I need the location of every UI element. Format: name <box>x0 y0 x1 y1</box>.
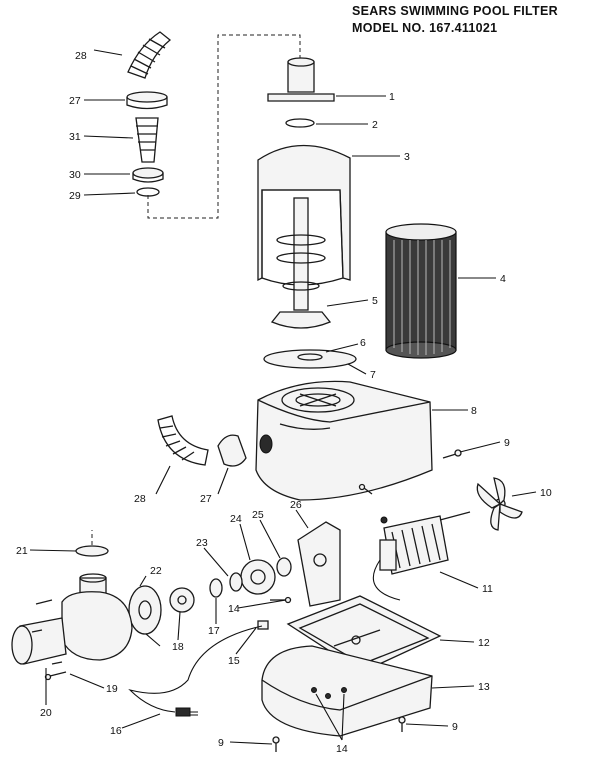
part-11-motor <box>372 511 471 601</box>
callout-16: 16 <box>110 725 122 737</box>
callout-5: 5 <box>372 295 378 307</box>
callout-21: 21 <box>16 545 28 557</box>
part-4-filter-cartridge <box>385 223 457 359</box>
model-number: MODEL NO. 167.411021 <box>352 21 498 35</box>
assembly-path <box>147 34 301 219</box>
callout-2: 2 <box>372 119 378 131</box>
part-29-washer <box>136 187 160 197</box>
part-26-bracket <box>297 521 341 607</box>
callout-25: 25 <box>252 509 264 521</box>
part-31-adapter <box>135 117 159 163</box>
part-19-screw <box>44 671 67 681</box>
callout-1: 1 <box>389 91 395 103</box>
callout-14: 14 <box>228 603 240 615</box>
part-27-fitting-lower <box>217 434 247 467</box>
callout-23: 23 <box>196 537 208 549</box>
callout-27: 27 <box>200 493 212 505</box>
part-9-screw-right <box>398 716 406 732</box>
callout-19: 19 <box>106 683 118 695</box>
part-13-base-pan <box>261 645 433 737</box>
callout-28: 28 <box>134 493 146 505</box>
part-5-standpipe <box>270 197 332 329</box>
callout-8: 8 <box>471 405 477 417</box>
part-22-volute-cover <box>128 585 162 635</box>
callout-14: 14 <box>336 743 348 755</box>
callout-26: 26 <box>290 499 302 511</box>
callout-30: 30 <box>69 169 81 181</box>
part-30-ring <box>132 167 164 183</box>
part-17-ring <box>209 578 223 598</box>
callout-3: 3 <box>404 151 410 163</box>
part-16-power-cord <box>128 625 263 717</box>
part-14-screw <box>284 596 292 604</box>
callout-7: 7 <box>370 369 376 381</box>
part-27-nut-top <box>126 91 168 110</box>
callout-labels: 28 27 31 30 29 1 2 3 4 5 6 7 8 9 10 11 1… <box>16 50 552 755</box>
callout-28: 28 <box>75 50 87 62</box>
callout-11: 11 <box>482 583 493 595</box>
part-9-screw <box>442 449 462 459</box>
callout-9: 9 <box>218 737 224 749</box>
part-6-7-plate <box>263 349 357 369</box>
callout-12: 12 <box>478 637 490 649</box>
part-23-washer <box>229 572 243 592</box>
callout-15: 15 <box>228 655 240 667</box>
part-2-o-ring <box>285 118 315 128</box>
part-15-clamp <box>257 620 269 630</box>
callout-4: 4 <box>500 273 506 285</box>
callout-18: 18 <box>172 641 184 653</box>
part-24-seal-plate <box>240 559 276 595</box>
callout-29: 29 <box>69 190 81 202</box>
callout-27: 27 <box>69 95 81 107</box>
part-10-fan <box>476 477 523 531</box>
part-21-ring <box>75 545 109 557</box>
part-20-pump-housing <box>11 573 133 665</box>
part-8-base-housing <box>255 380 433 501</box>
callout-24: 24 <box>230 513 242 525</box>
callout-31: 31 <box>69 131 81 143</box>
part-28-hose-top <box>127 31 172 79</box>
callout-13: 13 <box>478 681 490 693</box>
callout-9: 9 <box>504 437 510 449</box>
part-1-top-fitting <box>267 57 335 102</box>
part-25-seal <box>276 557 292 577</box>
part-28-hose-lower <box>157 415 209 466</box>
part-9-screw <box>358 483 373 495</box>
callout-10: 10 <box>540 487 552 499</box>
callout-6: 6 <box>360 337 366 349</box>
callout-22: 22 <box>150 565 162 577</box>
callout-9: 9 <box>452 721 458 733</box>
part-9-screw-bottom <box>272 736 280 752</box>
callout-leaders <box>29 49 537 745</box>
callout-17: 17 <box>208 625 220 637</box>
diagram-title: SEARS SWIMMING POOL FILTER <box>352 4 558 18</box>
callout-20: 20 <box>40 707 52 719</box>
part-18-impeller <box>169 587 195 613</box>
